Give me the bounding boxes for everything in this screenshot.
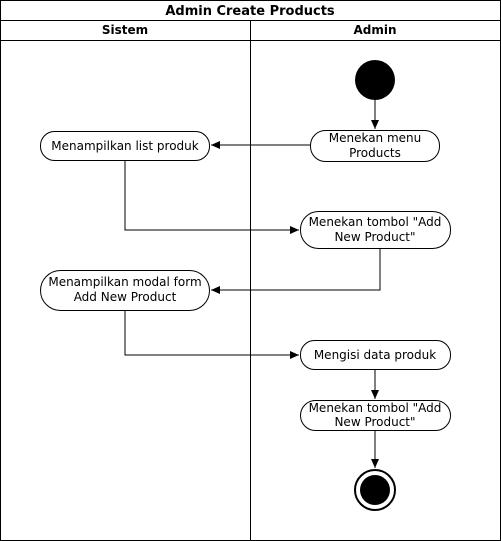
edge-modal-to-isi	[124, 311, 299, 359]
node-tampil-list: Menampilkan list produk	[40, 131, 210, 161]
node-tampil-modal: Menampilkan modal form Add New Product	[40, 270, 210, 311]
diagram-title: Admin Create Products	[165, 4, 335, 19]
node-tampil-modal-line2: Add New Product	[74, 290, 177, 304]
node-isi-data: Mengisi data produk	[300, 340, 451, 370]
lane-label-admin: Admin	[353, 23, 396, 37]
node-isi-data-line1: Mengisi data produk	[314, 348, 436, 362]
node-tombol-add-2: Menekan tombol "Add New Product"	[300, 400, 451, 431]
node-tombol-add-2-line1: Menekan tombol "Add	[309, 401, 442, 415]
start-node	[355, 60, 395, 100]
node-tombol-add-1: Menekan tombol "Add New Product"	[300, 211, 451, 249]
node-tampil-list-line1: Menampilkan list produk	[51, 139, 198, 153]
node-tombol-add-2-line2: New Product"	[334, 415, 415, 429]
node-tampil-modal-line1: Menampilkan modal form	[48, 275, 201, 289]
lane-label-sistem: Sistem	[102, 23, 148, 37]
edge-add-to-modal	[211, 248, 381, 294]
node-menekan-menu-line2: Products	[349, 146, 401, 160]
node-tombol-add-1-line1: Menekan tombol "Add	[309, 215, 442, 229]
node-tombol-add-1-line2: New Product"	[334, 230, 415, 244]
edge-list-to-add	[124, 161, 299, 234]
end-node	[354, 469, 396, 511]
node-menekan-menu-line1: Menekan menu	[329, 131, 422, 145]
node-menekan-menu: Menekan menu Products	[310, 130, 440, 162]
